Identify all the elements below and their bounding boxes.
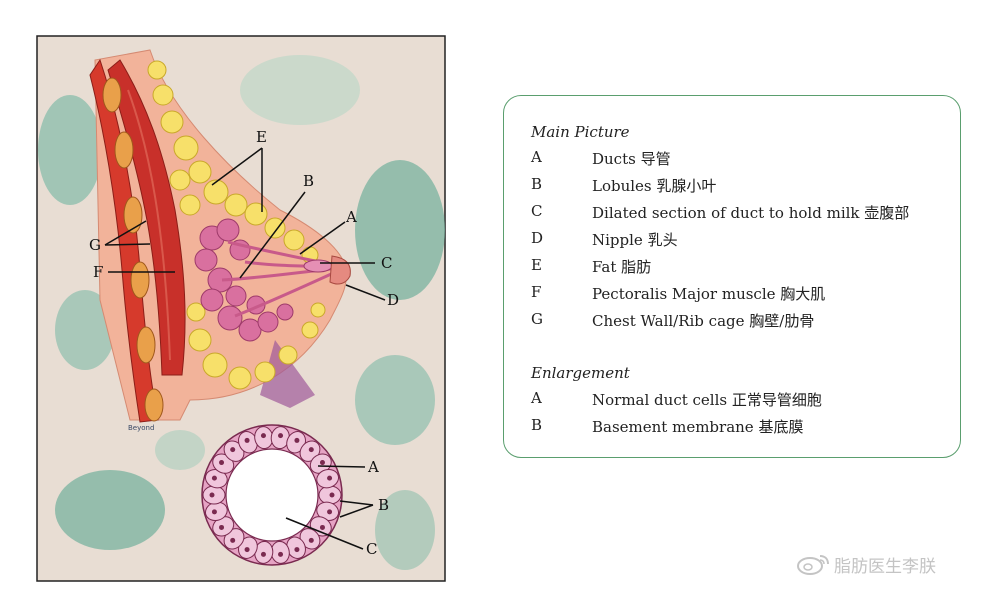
legend-letter: F bbox=[531, 283, 542, 301]
weibo-watermark: 脂肪医生李朕 bbox=[796, 551, 936, 577]
nipple-shadow bbox=[260, 340, 315, 408]
legend-description: Lobules 乳腺小叶 bbox=[592, 177, 717, 195]
cell-nucleus bbox=[211, 475, 217, 481]
cell-nucleus bbox=[327, 475, 333, 481]
cell-nucleus bbox=[278, 551, 284, 557]
cell-nucleus bbox=[219, 524, 225, 530]
dilated-duct-section bbox=[303, 259, 333, 273]
legend-description: Dilated section of duct to hold milk 壶腹部 bbox=[592, 204, 910, 222]
label-g: G bbox=[89, 236, 101, 254]
label-d: D bbox=[387, 291, 399, 309]
diagram-labels: E B A C D F G A B C bbox=[89, 128, 399, 558]
cell-nucleus bbox=[319, 524, 325, 530]
legend-description: Normal duct cells 正常导管细胞 bbox=[592, 391, 822, 409]
fat-tissue bbox=[147, 60, 326, 390]
watermark-text: 脂肪医生李朕 bbox=[834, 556, 936, 577]
background-texture bbox=[38, 55, 445, 570]
label-e: E bbox=[256, 128, 267, 146]
cell-nucleus bbox=[294, 437, 300, 443]
cell-nucleus bbox=[308, 447, 314, 453]
cell-nucleus bbox=[329, 492, 335, 498]
legend-letter: B bbox=[531, 416, 543, 434]
label-enl-b: B bbox=[378, 496, 389, 514]
cell-nucleus bbox=[244, 437, 250, 443]
legend-description: Fat 脂肪 bbox=[592, 258, 652, 276]
cell-nucleus bbox=[319, 460, 325, 466]
rib-bones bbox=[102, 77, 164, 422]
label-enl-a: A bbox=[367, 458, 379, 476]
label-f: F bbox=[93, 263, 103, 281]
legend-description: Pectoralis Major muscle 胸大肌 bbox=[592, 285, 826, 303]
label-c: C bbox=[381, 254, 392, 272]
artist-signature: Beyond bbox=[128, 424, 154, 432]
label-b: B bbox=[303, 172, 314, 190]
legend-letter: B bbox=[531, 175, 543, 193]
cell-nucleus bbox=[278, 433, 284, 439]
legend-description: Basement membrane 基底膜 bbox=[592, 418, 804, 436]
duct-enlargement bbox=[201, 424, 343, 566]
muscle-fibers bbox=[127, 89, 171, 361]
legend-main-heading: Main Picture bbox=[531, 123, 630, 141]
legend-description: Nipple 乳头 bbox=[592, 231, 678, 249]
cell-nucleus bbox=[308, 537, 314, 543]
legend-panel bbox=[503, 95, 961, 458]
cell-nucleus bbox=[244, 547, 250, 553]
leader-lines bbox=[104, 147, 386, 550]
legend-letter: A bbox=[531, 389, 542, 407]
label-enl-c: C bbox=[366, 540, 377, 558]
cell-nucleus bbox=[230, 447, 236, 453]
legend-enlargement-heading: Enlargement bbox=[531, 364, 630, 382]
legend-description: Ducts 导管 bbox=[592, 150, 671, 168]
label-a: A bbox=[345, 208, 357, 226]
weibo-logo-icon bbox=[797, 555, 829, 575]
duct-cells bbox=[202, 426, 342, 564]
cell-nucleus bbox=[260, 551, 266, 557]
cell-nucleus bbox=[209, 492, 215, 498]
legend-letter: E bbox=[531, 256, 542, 274]
cell-nucleus bbox=[219, 460, 225, 466]
cell-nucleus bbox=[260, 433, 266, 439]
legend-letter: G bbox=[531, 310, 543, 328]
cell-nucleus bbox=[211, 509, 217, 515]
cell-nucleus bbox=[230, 537, 236, 543]
duct-lumen bbox=[225, 448, 319, 542]
legend-letter: A bbox=[531, 148, 542, 166]
legend-letter: D bbox=[531, 229, 544, 247]
legend-description: Chest Wall/Rib cage 胸壁/肋骨 bbox=[592, 312, 815, 330]
legend-letter: C bbox=[531, 202, 543, 220]
cell-nucleus bbox=[327, 509, 333, 515]
cell-nucleus bbox=[294, 547, 300, 553]
